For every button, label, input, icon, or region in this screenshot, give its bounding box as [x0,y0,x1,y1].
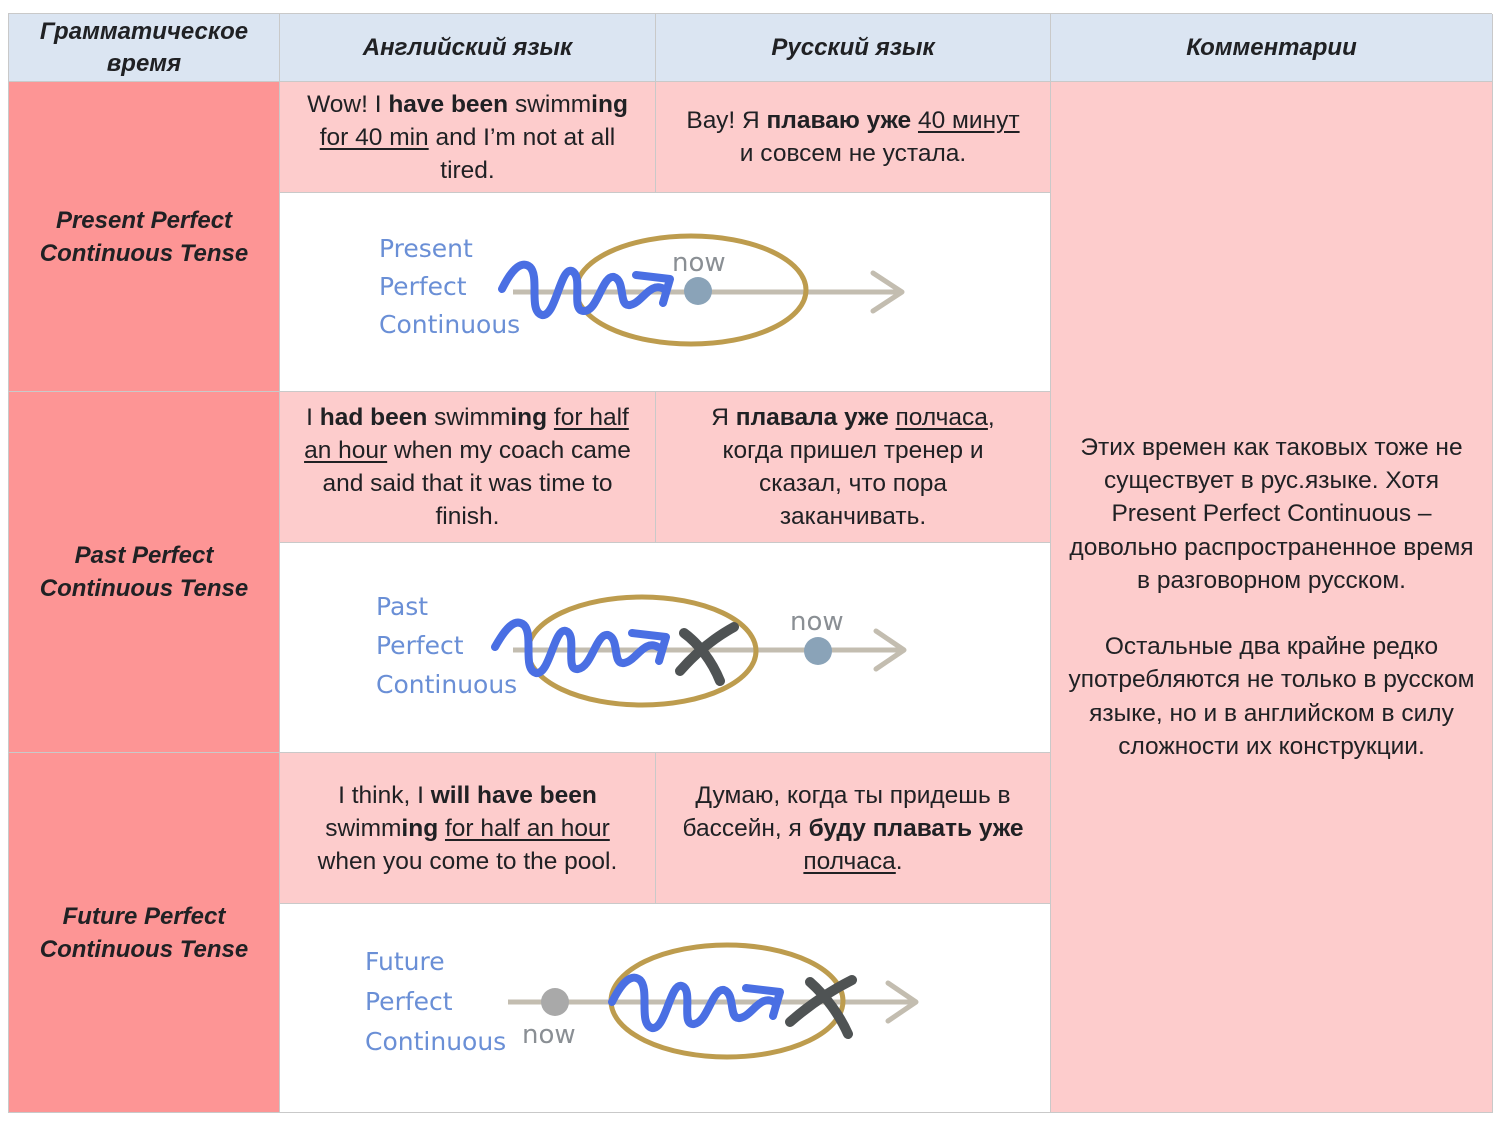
text-segment: I [306,404,320,431]
now-dot [804,637,832,665]
timeline-diagram-present: Present Perfect Continuous now [280,193,1051,392]
action-squiggle [498,260,668,319]
header-tense-label: Грамматическое время [39,17,249,77]
diagram-label-line-3: Continuous [379,310,520,339]
underlined-phrase: for half an hour [444,814,610,842]
text-segment: и совсем не устала. [739,140,967,167]
tense-label: Present Perfect Continuous Tense [39,206,249,267]
action-arrowhead [742,984,784,1020]
now-label: now [790,607,844,637]
action-arrowhead [628,629,670,665]
diagram-label-line-1: Future [365,947,445,976]
tense-future-perfect-continuous: Future Perfect Continuous Tense [9,753,280,1113]
timeline-svg: Past Perfect Continuous now [376,592,907,708]
diagram-label-line-1: Present [379,234,473,263]
end-cross-mark [675,622,739,686]
tense-past-perfect-continuous: Past Perfect Continuous Tense [9,392,280,753]
text-segment: Думаю, когда ты придешь в бассейн, я [682,781,1011,842]
header-russian-label: Русский язык [771,33,935,61]
diagram-label-line-3: Continuous [376,670,517,699]
bold-phrase: ing [591,90,628,118]
diagram-label-line-2: Perfect [379,272,467,301]
english-example-text: Wow! I have been swimming for 40 min and… [294,88,641,187]
timeline-svg: Future Perfect Continuous now [365,942,919,1060]
bold-phrase: have been [388,90,509,118]
text-segment: , когда пришел тренер и сказал, что пора… [722,404,995,530]
comments-cell: Этих времен как таковых тоже не существу… [1051,82,1493,1113]
text-segment: swimm [325,814,402,842]
diagram-label-line-2: Perfect [376,631,464,660]
now-dot [541,988,569,1016]
underlined-phrase: 40 минут [917,107,1020,134]
action-squiggle [491,618,662,677]
text-segment: . [895,847,903,875]
russian-example: Думаю, когда ты придешь в бассейн, я буд… [656,753,1051,904]
english-example: I think, I will have been swimming for h… [280,753,656,904]
timeline-arrowhead [885,980,919,1024]
bold-phrase: will have been [430,781,597,809]
russian-example-text: Я плавала уже полчаса, когда пришел трен… [692,401,1014,533]
header-comments: Комментарии [1051,14,1493,82]
bold-phrase: плаваю уже [766,107,912,134]
russian-example-text: Вау! Я плаваю уже 40 минут и совсем не у… [680,104,1026,170]
underlined-phrase: полчаса [895,404,988,431]
comment-paragraph-2: Остальные два крайне редко употребляются… [1068,633,1475,760]
action-arrowhead [632,271,674,307]
russian-example: Вау! Я плаваю уже 40 минут и совсем не у… [656,82,1051,193]
action-squiggle [608,973,778,1032]
comment-paragraph-1: Этих времен как таковых тоже не существу… [1069,434,1474,594]
english-example: Wow! I have been swimming for 40 min and… [280,82,656,193]
text-segment: when you come to the pool. [317,847,618,875]
end-cross-mark [785,975,857,1039]
bold-phrase: ing [510,404,548,431]
text-segment: swimm [508,90,592,118]
underlined-phrase: for half an hour [304,404,629,464]
text-segment [547,404,554,431]
underlined-phrase: полчаса [803,847,896,875]
text-segment: Wow! I [307,90,389,118]
tense-label: Past Perfect Continuous Tense [39,542,249,602]
bold-phrase: плавала уже [735,404,889,431]
diagram-label-line-3: Continuous [365,1027,506,1056]
timeline-diagram-future: Future Perfect Continuous now [280,904,1051,1113]
text-segment: I think, I [338,781,431,809]
bold-phrase: буду плавать уже [808,814,1024,842]
header-english: Английский язык [280,14,656,82]
now-label: now [522,1020,576,1050]
underlined-phrase: for 40 min [319,123,429,151]
text-segment: swimm [427,404,511,431]
header-russian: Русский язык [656,14,1051,82]
grammar-table: Грамматическое время Английский язык Рус… [8,13,1493,1113]
bold-phrase: ing [401,814,439,842]
russian-example-text: Думаю, когда ты придешь в бассейн, я буд… [676,779,1030,878]
text-segment: Я [711,404,736,431]
diagram-label-line-2: Perfect [365,987,453,1016]
english-example-text: I had been swimming for half an hour whe… [294,401,641,533]
diagram-label-line-1: Past [376,592,428,621]
russian-example: Я плавала уже полчаса, когда пришел трен… [656,392,1051,543]
header-comments-label: Комментарии [1186,33,1357,61]
text-segment: Вау! Я [686,107,767,134]
english-example: I had been swimming for half an hour whe… [280,392,656,543]
text-segment [889,404,896,431]
timeline-arrowhead [870,270,905,314]
text-segment [911,107,918,134]
bold-phrase: had been [319,404,428,431]
timeline-arrowhead [873,628,907,672]
timeline-svg: Present Perfect Continuous now [379,233,905,347]
now-dot [684,277,712,305]
english-example-text: I think, I will have been swimming for h… [294,779,641,878]
text-segment: when my coach came and said that it was … [322,437,631,530]
timeline-diagram-past: Past Perfect Continuous now [280,543,1051,753]
tense-label: Future Perfect Continuous Tense [39,902,249,963]
header-english-label: Английский язык [362,33,573,61]
header-tense: Грамматическое время [9,14,280,82]
now-label: now [672,248,726,278]
text-segment [438,815,445,842]
text-segment: and I’m not at all tired. [428,123,616,184]
tense-present-perfect-continuous: Present Perfect Continuous Tense [9,82,280,392]
